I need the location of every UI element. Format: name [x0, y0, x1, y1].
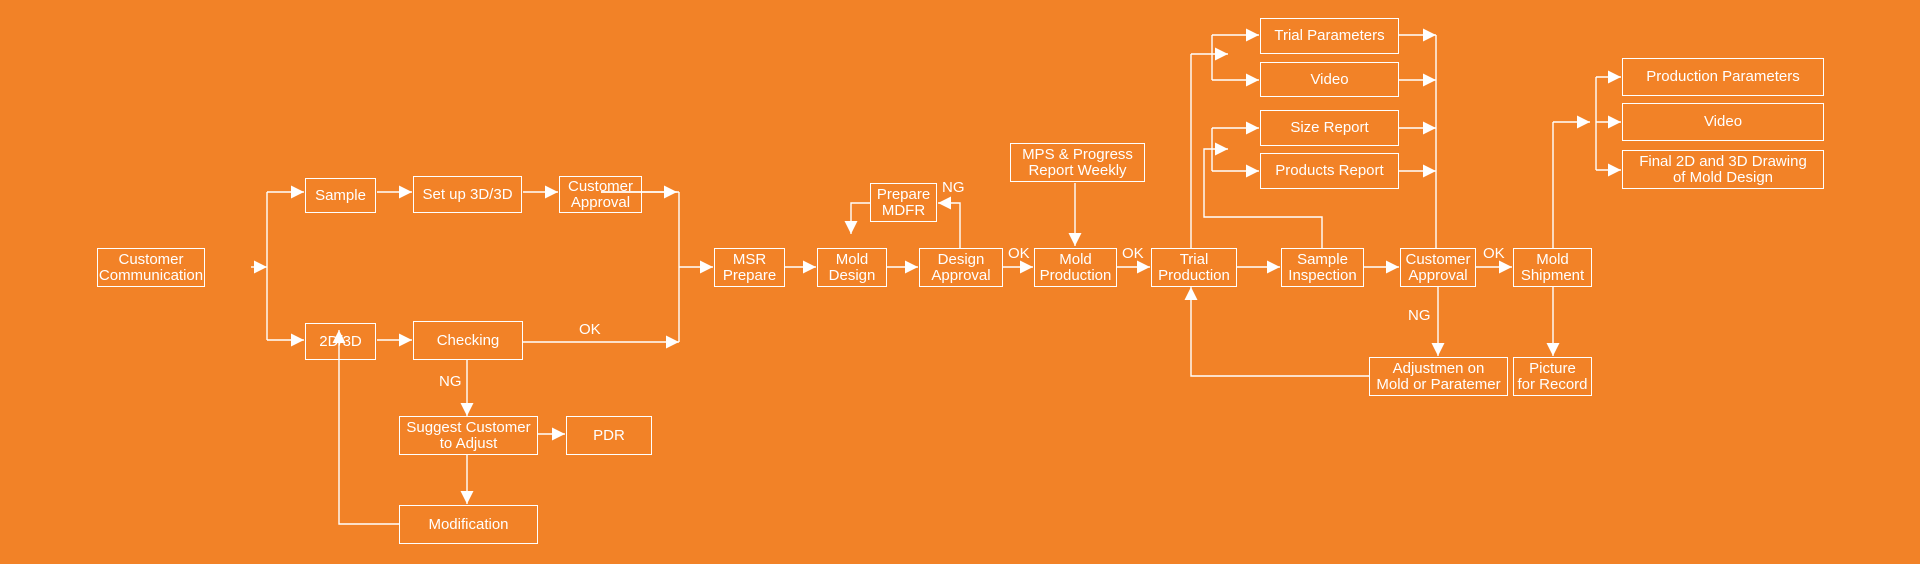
node-label: Sample Inspection — [1288, 250, 1357, 284]
node-msr-prepare: MSR Prepare — [714, 248, 785, 287]
node-production-parameters: Production Parameters — [1622, 58, 1824, 96]
node-pdr: PDR — [566, 416, 652, 455]
node-label: Size Report — [1290, 119, 1369, 136]
node-label: Sample — [315, 186, 366, 204]
node-trial-production: Trial Production — [1151, 248, 1237, 287]
node-label: MPS & Progress Report Weekly — [1022, 145, 1133, 179]
node-label: Customer Approval — [567, 177, 634, 211]
node-label: Trial Production — [1158, 250, 1230, 284]
edge-label-approval-ng: NG — [1408, 307, 1431, 324]
node-customer-approval-1: Customer Approval — [559, 176, 642, 213]
node-label: Checking — [436, 331, 500, 349]
node-label: Final 2D and 3D Drawing of Mold Design — [1639, 152, 1807, 186]
edge-label-design-ng: NG — [942, 179, 965, 196]
edge-label-design-ok: OK — [1008, 245, 1030, 262]
node-label: Video — [1310, 70, 1349, 88]
node-video-2: Video — [1622, 103, 1824, 141]
node-adjustment: Adjustmen on Mold or Paratemer — [1369, 357, 1508, 396]
edge-label-approval-ok: OK — [1483, 245, 1505, 262]
edge-label-checking-ok: OK — [579, 321, 601, 338]
node-label: Adjustmen on Mold or Paratemer — [1376, 359, 1501, 393]
node-customer-communication: Customer Communication — [97, 248, 205, 287]
node-label: Design Approval — [931, 250, 991, 284]
node-label: Picture for Record — [1517, 359, 1588, 393]
node-label: Modification — [428, 515, 509, 533]
edge-label-checking-ng: NG — [439, 373, 462, 390]
node-sample-inspection: Sample Inspection — [1281, 248, 1364, 287]
node-prepare-mdfr: Prepare MDFR — [870, 183, 937, 222]
node-label: PDR — [593, 426, 625, 444]
node-label: Customer Approval — [1405, 250, 1471, 284]
node-label: Mold Production — [1039, 250, 1112, 284]
node-label: Prepare MDFR — [876, 185, 931, 219]
node-label: Mold Shipment — [1520, 250, 1585, 284]
node-customer-approval-2: Customer Approval — [1400, 248, 1476, 287]
node-mold-production: Mold Production — [1034, 248, 1117, 287]
node-video-1: Video — [1260, 62, 1399, 97]
node-label: Suggest Customer to Adjust — [406, 418, 531, 452]
node-trial-parameters: Trial Parameters — [1260, 18, 1399, 54]
node-mold-design: Mold Design — [817, 248, 887, 287]
node-label: MSR Prepare — [722, 250, 777, 284]
node-modification: Modification — [399, 505, 538, 544]
node-mps-report: MPS & Progress Report Weekly — [1010, 143, 1145, 182]
node-label: Products Report — [1275, 162, 1384, 179]
edge-label-production-ok: OK — [1122, 245, 1144, 262]
node-picture-record: Picture for Record — [1513, 357, 1592, 396]
node-final-drawing: Final 2D and 3D Drawing of Mold Design — [1622, 150, 1824, 189]
node-design-approval: Design Approval — [919, 248, 1003, 287]
node-mold-shipment: Mold Shipment — [1513, 248, 1592, 287]
node-label: Video — [1703, 113, 1743, 130]
node-setup-3d: Set up 3D/3D — [413, 176, 522, 213]
node-products-report: Products Report — [1260, 153, 1399, 189]
node-label: 2D/3D — [319, 332, 362, 350]
node-size-report: Size Report — [1260, 110, 1399, 146]
node-label: Production Parameters — [1646, 68, 1800, 85]
node-checking: Checking — [413, 321, 523, 360]
node-label: Mold Design — [828, 250, 876, 284]
node-2d3d: 2D/3D — [305, 323, 376, 360]
node-label: Customer Communication — [98, 250, 204, 284]
node-label: Set up 3D/3D — [422, 185, 513, 203]
node-sample: Sample — [305, 178, 376, 213]
node-label: Trial Parameters — [1274, 27, 1385, 44]
node-suggest-customer: Suggest Customer to Adjust — [399, 416, 538, 455]
